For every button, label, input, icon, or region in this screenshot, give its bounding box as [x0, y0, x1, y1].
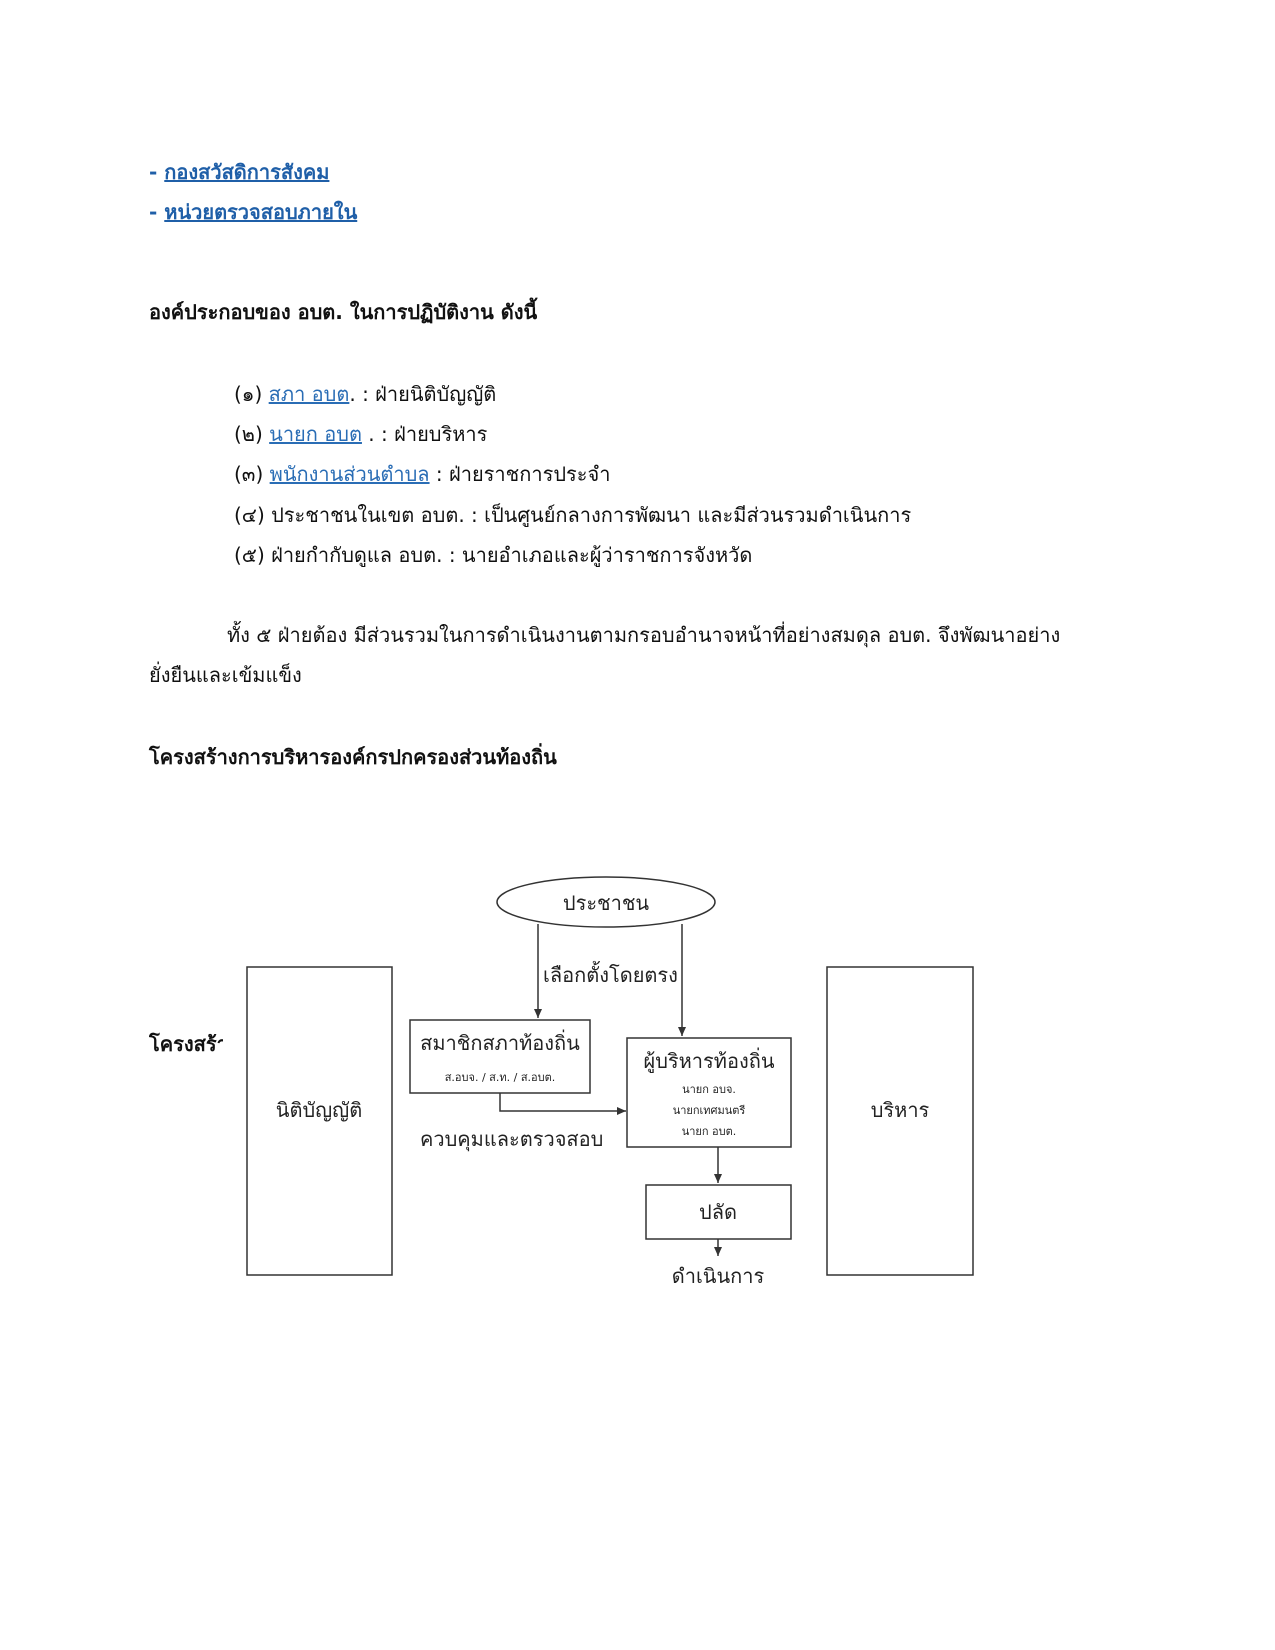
executive-box	[626, 1037, 792, 1148]
executive-sub-2: นายกเทศมนตรี	[673, 1104, 746, 1117]
list-item: (๕) ฝ่ายกำกับดูแล อบต. : นายอำเภอและผู้ว…	[234, 539, 752, 571]
structure-heading: โครงสร้างการบริหารองค์กรปกครองส่วนท้องถิ…	[149, 745, 557, 769]
paragraph-line-1: ทั้ง ๕ ฝ่ายต้อง มีส่วนรวมในการดำเนินงานต…	[227, 623, 1061, 647]
list-item: (๒) นายก อบต . : ฝ่ายบริหาร	[234, 418, 487, 450]
item-text: : ฝ่ายราชการประจำ	[429, 462, 611, 486]
link-chief-executive[interactable]: นายก อบต	[269, 422, 362, 446]
council-box	[409, 1019, 591, 1094]
truncated-structure-text: โครงสร้าง	[149, 1032, 223, 1056]
item-text: . : ฝ่ายบริหาร	[361, 422, 488, 446]
administration-label: บริหาร	[871, 1098, 930, 1122]
legislative-label: นิติบัญญัติ	[276, 1098, 362, 1122]
item-text: ประชาชนในเขต อบต. : เป็นศูนย์กลางการพัฒน…	[271, 503, 912, 527]
direct-election-label: เลือกตั้งโดยตรง	[543, 961, 678, 987]
council-title: สมาชิกสภาท้องถิ่น	[420, 1029, 580, 1055]
link-prefix: -	[149, 160, 165, 184]
list-item: (๓) พนักงานส่วนตำบล : ฝ่ายราชการประจำ	[234, 458, 610, 490]
item-number: (๑)	[234, 382, 269, 406]
clerk-box	[645, 1184, 792, 1240]
link-council[interactable]: สภา อบต	[268, 382, 350, 406]
link-line-audit: - หน่วยตรวจสอบภายใน	[149, 196, 357, 228]
council-subtitle: ส.อบจ. / ส.ท. / ส.อบต.	[445, 1071, 556, 1084]
administration-box	[826, 966, 974, 1276]
control-label: ควบคุมและตรวจสอบ	[420, 1127, 603, 1152]
people-ellipse	[496, 876, 716, 928]
list-item: (๑) สภา อบต. : ฝ่ายนิติบัญญัติ	[234, 378, 496, 410]
item-text: ฝ่ายกำกับดูแล อบต. : นายอำเภอและผู้ว่ารา…	[271, 543, 753, 567]
item-number: (๕)	[234, 543, 272, 567]
item-number: (๔)	[234, 503, 272, 527]
link-line-welfare: - กองสวัสดิการสังคม	[149, 156, 329, 188]
item-number: (๓)	[234, 462, 270, 486]
list-item: (๔) ประชาชนในเขต อบต. : เป็นศูนย์กลางการ…	[234, 499, 911, 531]
clerk-label: ปลัด	[699, 1200, 737, 1224]
executive-title: ผู้บริหารท้องถิ่น	[643, 1047, 774, 1074]
control-arrow	[499, 1093, 626, 1115]
executive-sub-3: นายก อบต.	[682, 1125, 737, 1138]
item-text: . : ฝ่ายนิติบัญญัติ	[349, 382, 497, 406]
link-social-welfare-division[interactable]: กองสวัสดิการสังคม	[164, 160, 330, 184]
legislative-box	[246, 966, 393, 1276]
paragraph-line-2: ยั่งยืนและเข้มแข็ง	[149, 663, 302, 687]
operate-label: ดำเนินการ	[672, 1264, 765, 1288]
link-subdistrict-staff[interactable]: พนักงานส่วนตำบล	[269, 462, 430, 486]
executive-sub-1: นายก อบจ.	[682, 1083, 736, 1096]
section-heading: องค์ประกอบของ อบต. ในการปฏิบัติงาน ดังนี…	[149, 300, 538, 324]
people-label: ประชาชน	[563, 891, 650, 915]
link-internal-audit-unit[interactable]: หน่วยตรวจสอบภายใน	[164, 200, 358, 224]
link-prefix: -	[149, 200, 165, 224]
item-number: (๒)	[234, 422, 270, 446]
